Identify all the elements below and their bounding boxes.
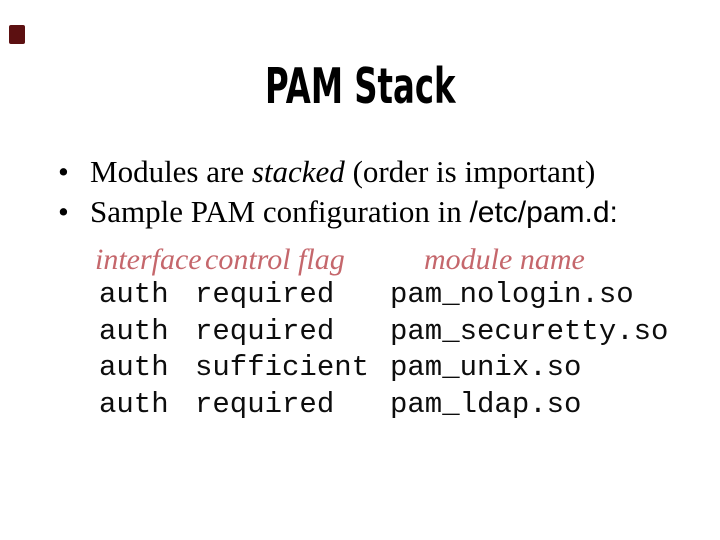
bullet-list: • Modules are stacked (order is importan… (58, 152, 618, 233)
cell-module-name: pam_securetty.so (390, 314, 669, 348)
config-table: auth required pam_nologin.so auth requir… (0, 277, 720, 423)
cell-interface: auth (99, 314, 169, 348)
config-row: auth required pam_nologin.so (0, 277, 720, 314)
cell-interface: auth (99, 278, 169, 311)
corner-mark-icon (9, 25, 25, 44)
bullet1-post: (order is important) (344, 154, 596, 189)
cell-module-name: pam_ldap.so (390, 387, 582, 421)
config-row: auth required pam_securetty.so (0, 314, 720, 351)
bullet2-path: /etc/pam.d: (469, 196, 618, 229)
slide-title: PAM Stack (0, 62, 720, 111)
bullet-item-sample-config: • Sample PAM configuration in /etc/pam.d… (58, 192, 618, 233)
cell-interface: auth (99, 387, 169, 421)
config-row: auth sufficient pam_unix.so (0, 350, 720, 387)
header-control-flag: control flag (205, 243, 345, 276)
bullet1-pre: Modules are (90, 154, 252, 189)
cell-module-name: pam_unix.so (390, 351, 582, 385)
bullet-text: Modules are stacked (order is important) (90, 154, 595, 189)
header-module-name: module name (424, 243, 585, 276)
bullet-icon: • (58, 194, 69, 229)
cell-control-flag: required (195, 314, 335, 348)
bullet2-pre: Sample PAM configuration in (90, 194, 470, 229)
bullet1-emphasis: stacked (251, 154, 345, 189)
config-row: auth required pam_ldap.so (0, 387, 720, 424)
slide-title-text: PAM Stack (264, 58, 456, 115)
bullet-text: Sample PAM configuration in /etc/pam.d: (90, 194, 618, 229)
header-interface: interface (95, 243, 202, 276)
cell-control-flag: sufficient (195, 351, 370, 385)
cell-module-name: pam_nologin.so (390, 278, 634, 311)
cell-control-flag: required (195, 278, 335, 311)
config-table-header: interface control flag module name (0, 241, 720, 279)
cell-interface: auth (99, 351, 169, 385)
bullet-item-modules: • Modules are stacked (order is importan… (58, 152, 618, 192)
bullet-icon: • (58, 154, 69, 189)
cell-control-flag: required (195, 387, 335, 421)
